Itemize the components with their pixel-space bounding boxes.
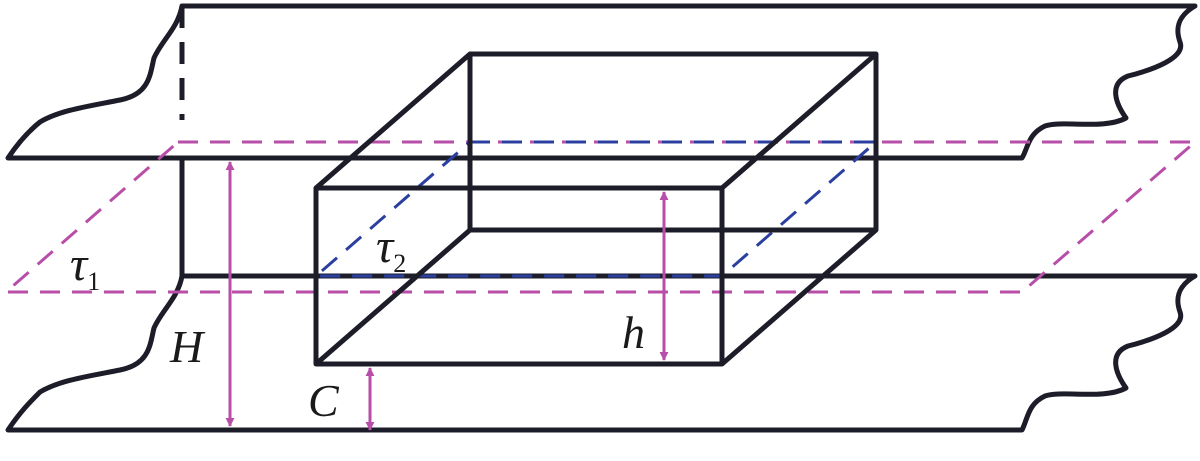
label-tau1-subscript: 1 [87,267,100,296]
lower-slab-outline [5,273,1198,433]
box-back-edges [314,54,876,366]
box-front-face [313,185,725,367]
label-tau1-symbol: τ [70,238,89,291]
box-body [313,51,879,367]
upper-slab-outline [5,3,1198,161]
box-right-face [720,54,879,366]
dimension-arrows [225,161,669,431]
box-top-face [314,51,879,190]
lower-slab [5,273,1198,433]
label-h: h [622,307,645,358]
label-C: C [308,375,340,426]
label-tau2-subscript: 2 [393,249,406,278]
label-H: H [169,321,206,372]
upper-slab [5,3,1198,161]
label-tau2-symbol: τ [376,220,395,273]
label-tau1: τ1 [70,238,100,296]
label-tau2: τ2 [376,220,406,278]
